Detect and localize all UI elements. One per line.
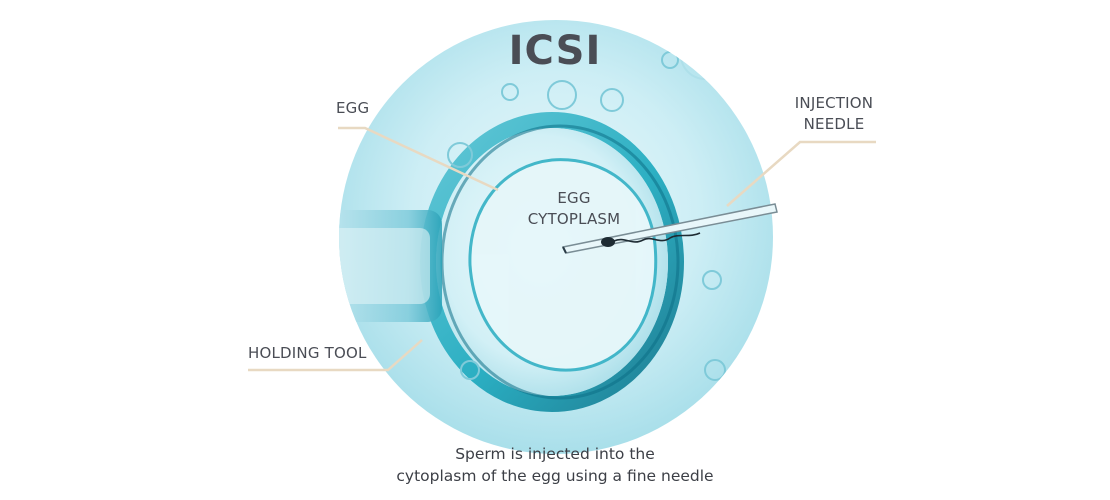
caption-line2: cytoplasm of the egg using a fine needle (396, 467, 714, 485)
egg-label: EGG (336, 99, 370, 117)
cytoplasm-label: EGG CYTOPLASM (509, 188, 639, 230)
diagram-caption: Sperm is injected into the cytoplasm of … (0, 443, 1110, 487)
needle-leader-line (726, 140, 876, 207)
caption-line1: Sperm is injected into the (455, 445, 655, 463)
needle-label-line2: NEEDLE (803, 115, 865, 133)
cytoplasm-label-line1: EGG (557, 189, 591, 207)
sperm-tail (613, 232, 701, 243)
injection-needle-label: INJECTION NEEDLE (778, 93, 890, 135)
cytoplasm-label-line2: CYTOPLASM (527, 210, 621, 228)
diagram-title: ICSI (508, 28, 602, 74)
leader-lines (248, 126, 876, 372)
needle-label-line1: INJECTION (794, 94, 874, 112)
egg-leader-line (338, 126, 499, 192)
sperm-head (601, 237, 615, 247)
holding-tool-leader-line (248, 339, 423, 372)
holding-tool-label: HOLDING TOOL (248, 344, 367, 362)
injection-needle (561, 203, 778, 254)
egg-cytoplasm (468, 158, 658, 372)
